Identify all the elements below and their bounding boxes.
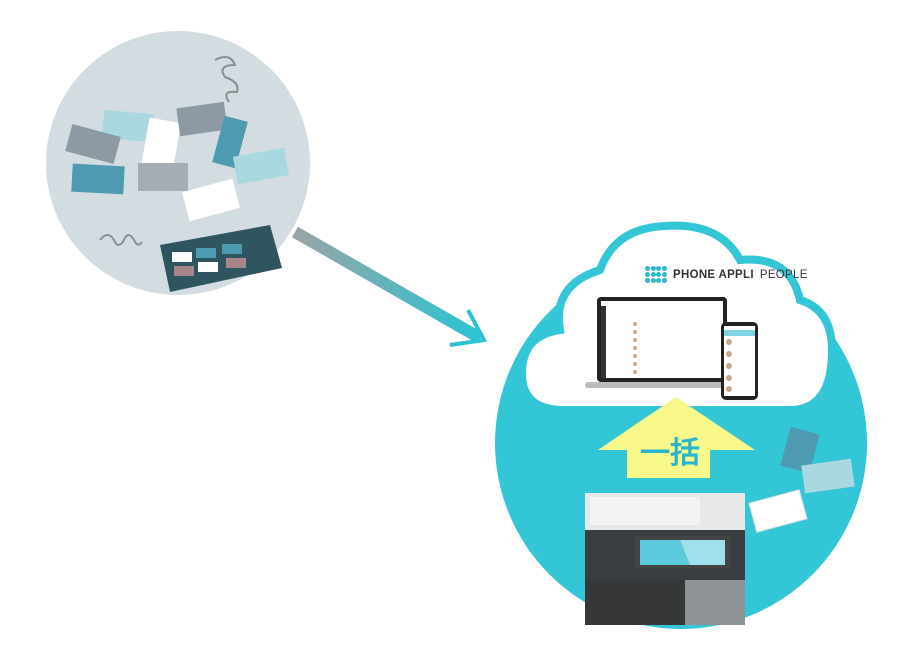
phone-appli-people-logo: PHONE APPLI PEOPLE: [645, 266, 808, 284]
transfer-arrow: [292, 226, 488, 347]
bulk-label: 一括: [640, 436, 700, 471]
laptop-screen: [585, 297, 745, 388]
smartphone: [721, 322, 758, 400]
scattered-business-cards: [46, 31, 310, 295]
multifunction-printer: [585, 493, 745, 625]
brand-name-bold: PHONE APPLI: [673, 269, 754, 281]
brand-name-light: PEOPLE: [759, 269, 808, 281]
logo-dots-icon: [645, 266, 667, 284]
upward-arrow: [598, 397, 755, 478]
floating-business-cards: [748, 426, 855, 533]
